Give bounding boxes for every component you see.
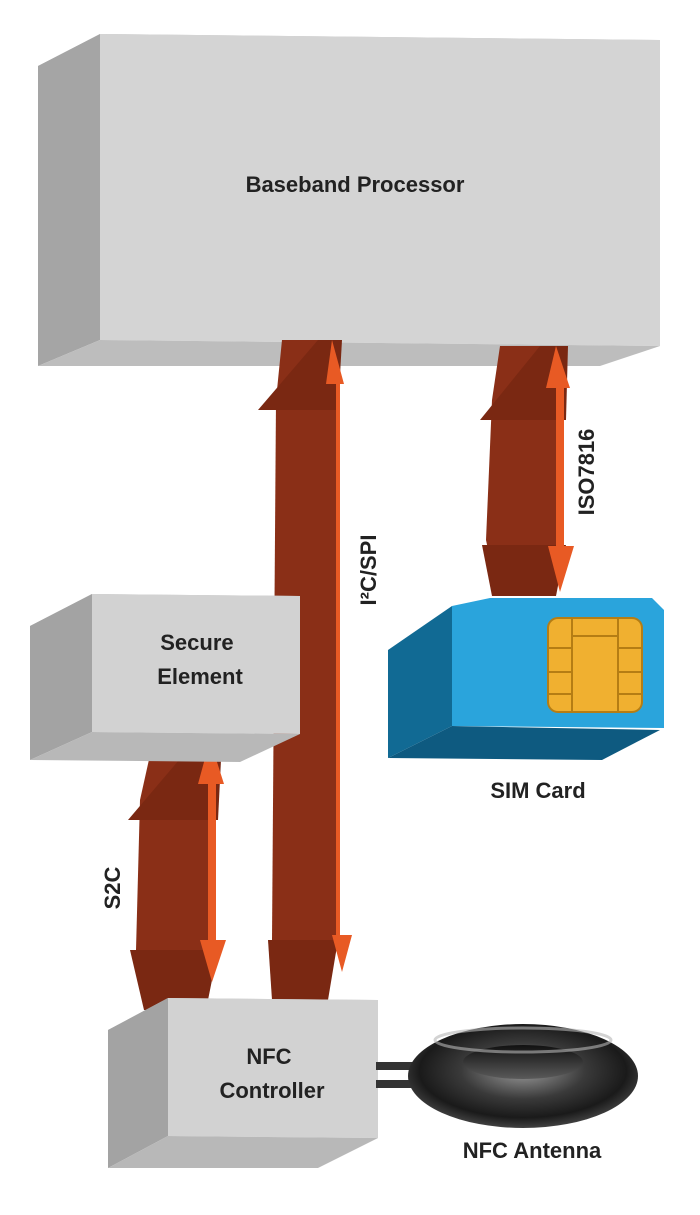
i2c-spi-arrow-head-bottom [268,940,338,1000]
s2c-arrow-highlight [198,740,226,982]
sim-card-side-face [388,606,452,758]
iso7816-arrow-head-top [480,346,568,420]
baseband-side-face [38,34,100,366]
antenna-wire-top [376,1062,416,1070]
secure-element-label: Secure Element [157,630,243,689]
s2c-arrow-head-bottom [130,950,218,1010]
nfc-controller-front-face [168,998,378,1138]
nfc-controller-block: NFC Controller [108,998,378,1168]
secure-element-label-line1: Secure [160,630,233,655]
secure-element-bottom-face [30,732,300,762]
antenna-wire-bottom [376,1080,416,1088]
sim-card-bottom-face [388,726,660,760]
sim-card [388,598,664,760]
iso7816-arrow-highlight [546,346,574,592]
nfc-controller-label: NFC Controller [219,1044,325,1103]
i2c-spi-arrow-highlight [326,340,352,972]
antenna-wires [376,1062,416,1088]
secure-element-block: Secure Element [30,594,300,762]
baseband-label: Baseband Processor [246,172,465,197]
iso7816-arrow-head-bottom [482,545,566,596]
secure-element-label-line2: Element [157,664,243,689]
nfc-controller-side-face [108,998,168,1168]
nfc-antenna-label: NFC Antenna [463,1138,602,1163]
nfc-controller-bottom-face [108,1136,378,1168]
nfc-controller-label-line2: Controller [219,1078,325,1103]
secure-element-front-face [92,594,300,734]
sim-chip [547,617,643,713]
sim-card-label: SIM Card [490,778,585,803]
secure-element-side-face [30,594,92,760]
iso7816-label: ISO7816 [574,429,599,516]
antenna-ring-hole [463,1045,583,1079]
sim-chip-contacts [548,618,642,712]
nfc-antenna [408,1024,638,1128]
i2c-spi-arrow [258,340,352,1000]
i2c-spi-label: I²C/SPI [356,535,381,606]
i2c-spi-arrow-shaft [272,340,338,1000]
nfc-controller-label-line1: NFC [246,1044,291,1069]
iso7816-arrow [480,346,574,596]
i2c-spi-arrow-head-top [258,340,342,410]
s2c-label: S2C [100,866,125,909]
baseband-processor-block: Baseband Processor [38,34,660,366]
antenna-ring-highlight [433,1026,613,1054]
baseband-front-face [100,34,660,346]
s2c-arrow [128,740,226,1010]
sim-chip-body [547,617,643,713]
